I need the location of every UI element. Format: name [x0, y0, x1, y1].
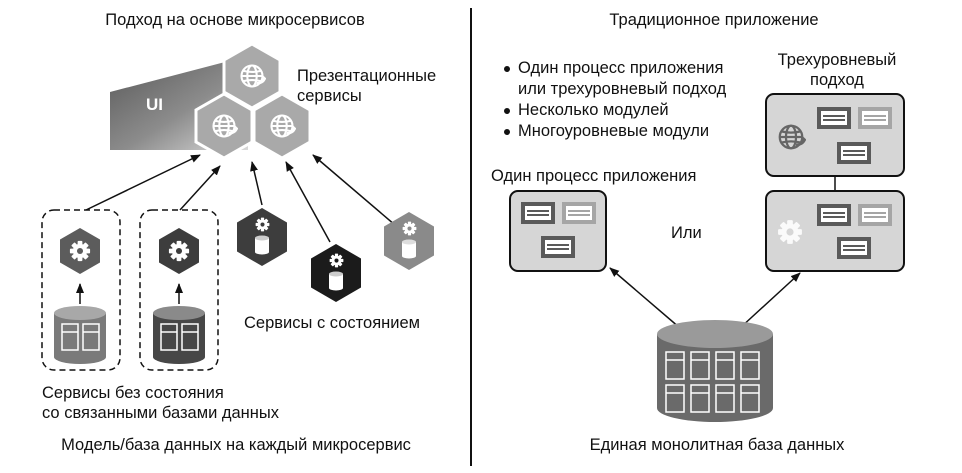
right-panel-title: Традиционное приложение	[609, 11, 819, 29]
gear-icon	[168, 240, 190, 262]
monolith-database	[657, 320, 773, 422]
database-icon	[402, 239, 416, 259]
module-icon	[836, 142, 872, 164]
presentation-service-right	[252, 92, 312, 160]
database-icon	[54, 306, 106, 364]
module-icon	[857, 107, 893, 129]
traits-list: Один процесс приложения или трехуровневы…	[504, 58, 726, 142]
left-panel-title: Подход на основе микросервисов	[105, 11, 365, 29]
module-icon	[816, 107, 852, 129]
module-icon	[540, 236, 576, 258]
presentation-service-left	[194, 92, 254, 160]
arrow	[285, 161, 331, 243]
arrow	[739, 272, 801, 329]
presentation-label-line2: сервисы	[297, 87, 362, 105]
presentation-service-top	[222, 42, 282, 110]
ui-label: UI	[146, 95, 163, 114]
stateful-services-label: Сервисы с состоянием	[244, 314, 420, 332]
three-tier-label-line1: Трехуровневый	[777, 51, 897, 69]
module-icon	[520, 202, 556, 224]
bullet-item: Многоуровневые модули	[504, 121, 726, 142]
module-icon	[816, 204, 852, 226]
stateful-service-3	[384, 212, 434, 270]
module-icon	[836, 237, 872, 259]
arrow	[312, 154, 396, 226]
module-icon	[561, 202, 597, 224]
single-process-box	[509, 190, 607, 272]
gear-icon	[69, 240, 91, 262]
stateless-label-line2: со связанными базами данных	[42, 404, 280, 422]
arrow	[85, 154, 201, 211]
gear-icon	[329, 253, 344, 268]
arrow	[179, 165, 221, 211]
gear-icon	[778, 220, 802, 244]
right-panel-footer: Единая монолитная база данных	[589, 436, 845, 454]
presentation-label-line1: Презентационные	[297, 67, 437, 85]
bullet-item-continuation: или трехуровневый подход	[518, 79, 727, 98]
stateless-service-2	[139, 209, 219, 371]
database-icon	[255, 235, 269, 255]
tier-presentation-box	[765, 93, 905, 177]
stateful-service-1	[237, 208, 287, 266]
tier-logic-box	[765, 190, 905, 272]
arrow	[250, 161, 263, 206]
database-icon	[153, 306, 205, 364]
stateful-service-2	[311, 244, 361, 302]
or-label: Или	[671, 224, 702, 242]
gear-icon	[255, 217, 270, 232]
three-tier-label-line2: подход	[810, 71, 864, 89]
bullet-item: Один процесс приложения	[504, 58, 726, 79]
gear-icon	[402, 221, 417, 236]
database-icon	[329, 271, 343, 291]
left-panel-footer: Модель/база данных на каждый микросервис	[61, 436, 411, 454]
stateless-service-1	[41, 209, 121, 371]
stateless-label-line1: Сервисы без состояния	[42, 384, 224, 402]
arrow	[609, 267, 681, 329]
single-process-label: Один процесс приложения	[491, 167, 697, 185]
module-icon	[857, 204, 893, 226]
bullet-item: Несколько модулей	[504, 100, 726, 121]
